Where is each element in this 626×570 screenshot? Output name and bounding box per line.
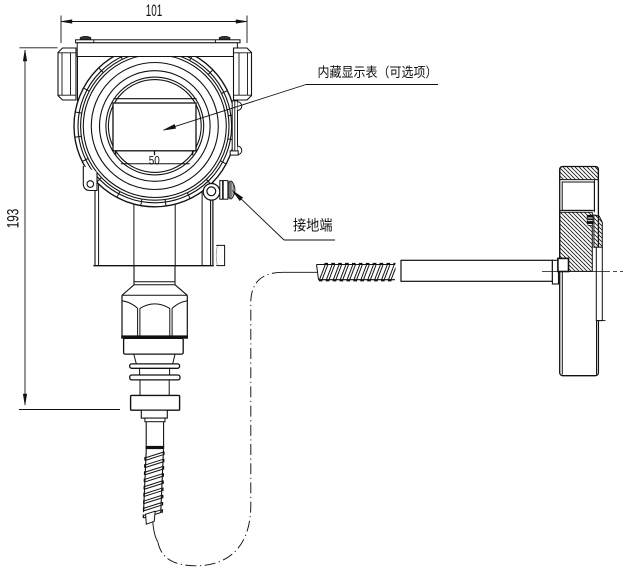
svg-text:193: 193 — [4, 209, 23, 229]
svg-text:内藏显示表（可选项）: 内藏显示表（可选项） — [318, 65, 438, 80]
svg-text:50: 50 — [149, 153, 160, 167]
svg-text:101: 101 — [146, 1, 163, 20]
svg-text:接地端: 接地端 — [293, 218, 333, 235]
